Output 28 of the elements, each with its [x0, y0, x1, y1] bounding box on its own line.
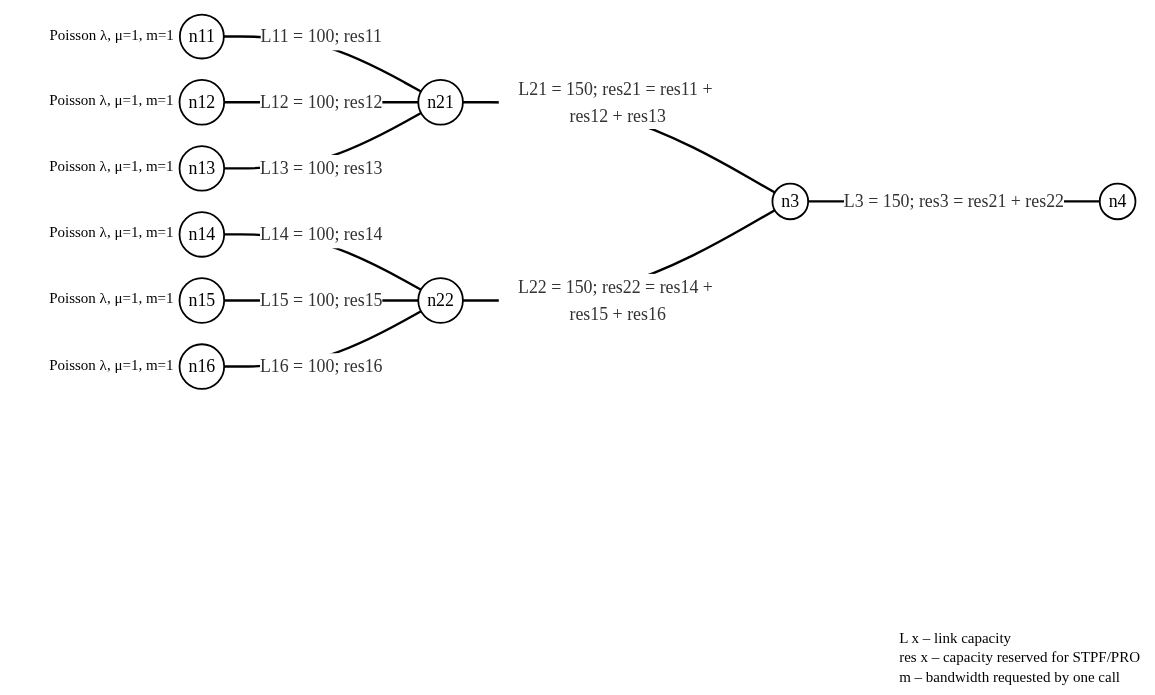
source-label: Poisson λ, μ=1, m=1 [49, 224, 174, 242]
note: res x – capacity reserved for STPF/PRO [899, 648, 1140, 667]
node-circle: n13 [178, 145, 226, 192]
node-circle: n15 [178, 277, 226, 324]
edge-label: L15 = 100; res15 [259, 290, 383, 310]
node-circle: n14 [178, 211, 226, 258]
edge-label: L13 = 100; res13 [259, 158, 383, 178]
node-circle: n4 [1098, 182, 1137, 221]
note: m – bandwidth requested by one call [899, 667, 1121, 687]
node-circle: n16 [178, 343, 226, 390]
edge-label: L16 = 100; res16 [259, 356, 383, 376]
node-circle: n12 [178, 79, 226, 126]
node-circle: n22 [417, 277, 464, 324]
edge-label: L21 = 150; res21 = res11 + res12 + res13 [518, 79, 713, 125]
node-circle: n21 [417, 79, 464, 126]
edge-label: L14 = 100; res14 [259, 224, 383, 244]
source-label: Poisson λ, μ=1, m=1 [49, 158, 174, 176]
source-label: Poisson λ, μ=1, m=1 [49, 356, 174, 374]
source-label: Poisson λ, μ=1, m=1 [49, 92, 174, 110]
edge-label: L11 = 100; res11 [260, 26, 382, 46]
edge-label: L12 = 100; res12 [259, 92, 383, 112]
node-circle: n3 [771, 182, 810, 221]
edge-label: L3 = 150; res3 = res21 + res22 [843, 191, 1065, 211]
source-label: Poisson λ, μ=1, m=1 [49, 290, 174, 308]
node-circle: n11 [178, 13, 225, 60]
edge-label: L22 = 150; res22 = res14 + res15 + res16 [517, 277, 713, 324]
note: L x – link capacity [899, 628, 1013, 648]
source-label: Poisson λ, μ=1, m=1 [49, 26, 174, 44]
